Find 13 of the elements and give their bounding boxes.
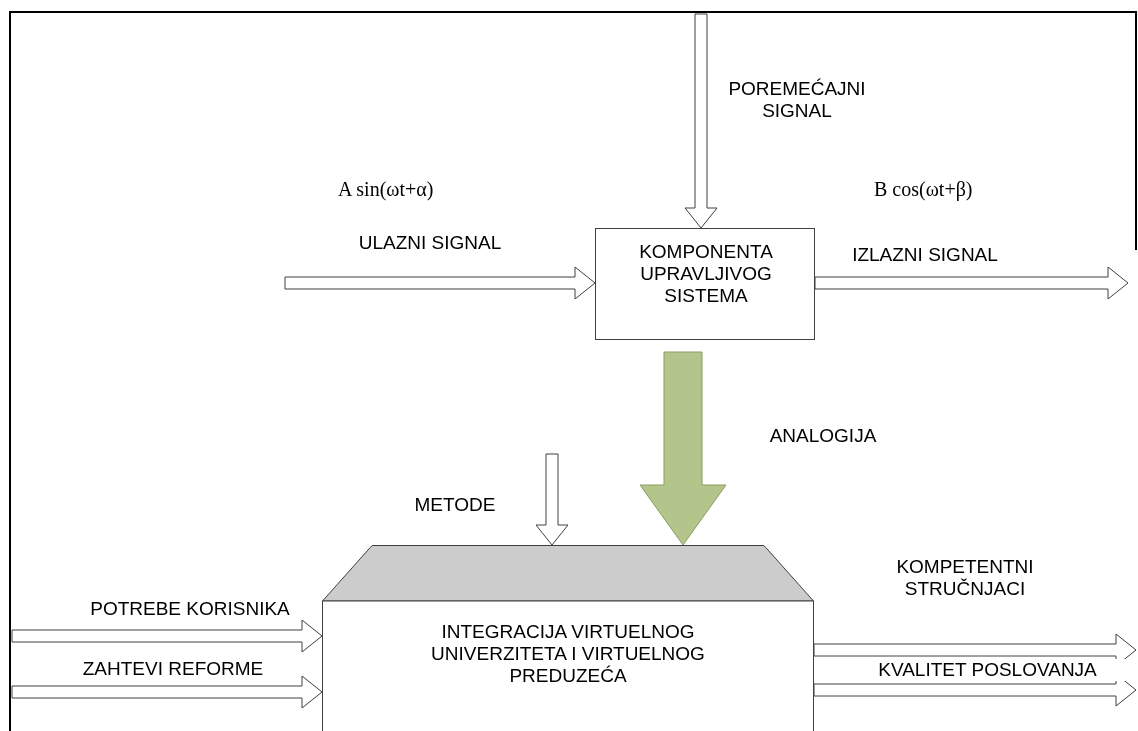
block-arrow <box>11 675 323 709</box>
block-arrow <box>284 266 596 300</box>
node-text: INTEGRACIJA VIRTUELNOG UNIVERZITETA I VIRTUELNOG PREDUZEĆA <box>430 621 706 687</box>
block-arrow <box>814 266 1129 300</box>
formula-text: B cos(ωt+β) <box>874 178 973 200</box>
thick-arrow <box>639 351 727 546</box>
formula-text: A sin(ωt+α) <box>338 178 434 200</box>
block-arrow <box>11 619 323 653</box>
node-text: KOMPONENTA UPRAVLJIVOG SISTEMA <box>638 241 774 307</box>
process-box <box>595 228 815 340</box>
process-block <box>322 545 814 731</box>
block-arrow <box>684 13 718 229</box>
block-arrow <box>535 453 569 546</box>
